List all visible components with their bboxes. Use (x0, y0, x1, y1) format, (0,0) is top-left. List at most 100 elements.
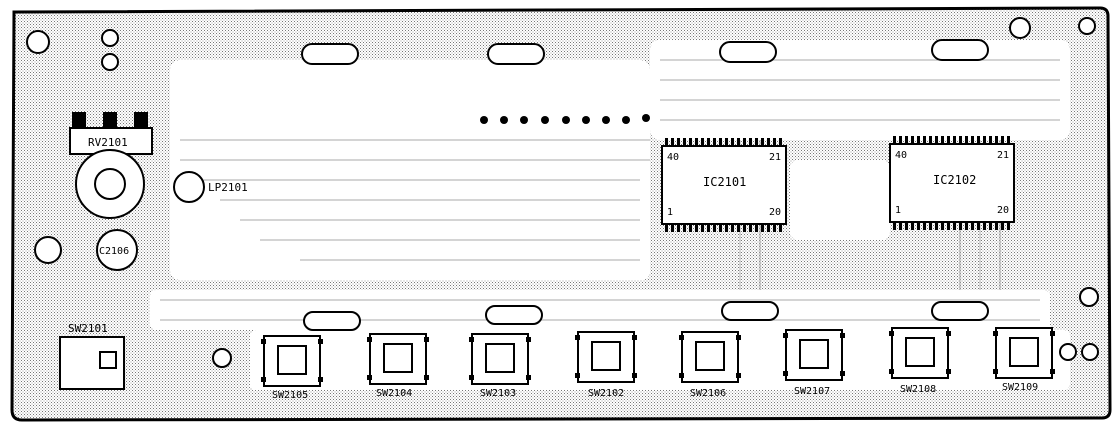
ic-pin (743, 138, 746, 148)
switch-label: SW2104 (376, 388, 412, 399)
lp2101-lamp: LP2101 (173, 171, 248, 203)
mounting-hole (101, 53, 119, 71)
ic-pin (707, 222, 710, 232)
ic-pin (743, 222, 746, 232)
ic-pin (671, 138, 674, 148)
oblong-slot (721, 301, 779, 321)
tactile-switch: SW2107 (783, 329, 845, 397)
switch-label: SW2106 (690, 388, 726, 399)
tactile-switch: SW2102 (575, 331, 637, 399)
ic-pin (683, 138, 686, 148)
ic-pin (1001, 136, 1004, 146)
tactile-switch: SW2105 (261, 335, 323, 401)
tactile-switch: SW2104 (367, 333, 429, 399)
ic-pin (731, 138, 734, 148)
ic-pin (911, 220, 914, 230)
ic-pin (959, 136, 962, 146)
switch-label: SW2103 (480, 388, 516, 399)
ic-pin (935, 136, 938, 146)
ic2101-pin-1: 1 (667, 207, 673, 218)
ic-pin (737, 138, 740, 148)
oblong-slot (485, 305, 543, 325)
c2106-label: C2106 (99, 246, 129, 257)
lp2101-label: LP2101 (208, 181, 248, 194)
header-pin-row (480, 114, 650, 124)
ic-pin (773, 222, 776, 232)
rv2101-potentiometer: RV2101 (69, 112, 153, 219)
ic-pin (779, 222, 782, 232)
mounting-holes (26, 17, 1099, 368)
ic2102-pin-1: 1 (895, 205, 901, 216)
ic-pin (1007, 220, 1010, 230)
ic-pin (671, 222, 674, 232)
ic-pin (701, 138, 704, 148)
ic2102-chip: 40 21 1 20 IC2102 (889, 136, 1015, 230)
ic-pin (767, 222, 770, 232)
ic-pin (971, 136, 974, 146)
ic-pin (923, 136, 926, 146)
ic-pin (905, 220, 908, 230)
switch-label: SW2109 (1002, 382, 1038, 393)
ic-pin (725, 138, 728, 148)
ic-pin (923, 220, 926, 230)
switch-label: SW2108 (900, 384, 936, 395)
mounting-hole (1078, 17, 1096, 35)
ic-pin (731, 222, 734, 232)
oblong-slot (931, 301, 989, 321)
ic2101-chip: 40 21 1 20 IC2101 (661, 138, 787, 232)
ic-pin (929, 220, 932, 230)
ic-pin (911, 136, 914, 146)
ic-pin (941, 136, 944, 146)
tactile-switch: SW2108 (889, 327, 951, 395)
ic-pin (917, 136, 920, 146)
ic-pin (677, 222, 680, 232)
c2106-capacitor: C2106 (96, 229, 138, 271)
ic2102-pin-20: 20 (997, 205, 1009, 216)
ic-pin (665, 222, 668, 232)
ic-pin (779, 138, 782, 148)
ic2101-pin-40: 40 (667, 152, 679, 163)
ic-pin (1001, 220, 1004, 230)
ic-pin (707, 138, 710, 148)
ic-pin (959, 220, 962, 230)
ic-pin (767, 138, 770, 148)
ic2101-label: IC2101 (703, 175, 746, 189)
ic-pin (965, 220, 968, 230)
ic-pin (917, 220, 920, 230)
ic-pin (677, 138, 680, 148)
ic-pin (725, 222, 728, 232)
ic-pin (719, 138, 722, 148)
mounting-hole (1009, 17, 1031, 39)
ic-pin (695, 222, 698, 232)
ic-pin (695, 138, 698, 148)
ic-pin (941, 220, 944, 230)
ic-pin (947, 136, 950, 146)
ic-pin (953, 136, 956, 146)
ic-pin (977, 220, 980, 230)
mounting-hole (1079, 287, 1099, 307)
ic-pin (683, 222, 686, 232)
ic2102-pin-40: 40 (895, 150, 907, 161)
ic-pin (749, 222, 752, 232)
ic-pin (755, 138, 758, 148)
ic-pin (665, 138, 668, 148)
mounting-hole (1081, 343, 1099, 361)
ic2101-pin-20: 20 (769, 207, 781, 218)
ic-pin (689, 138, 692, 148)
ic-pin (761, 138, 764, 148)
switch-label: SW2102 (588, 388, 624, 399)
tactile-switch: SW2109 (993, 327, 1055, 393)
ic-pin (977, 136, 980, 146)
sw2101-switch: SW2101 (59, 322, 125, 390)
ic-pin (899, 220, 902, 230)
switch-label: SW2105 (272, 390, 308, 401)
ic-pin (995, 136, 998, 146)
ic-pin (989, 136, 992, 146)
oblong-slot (301, 43, 359, 65)
ic-pin (713, 222, 716, 232)
oblong-slot (931, 39, 989, 61)
ic-pin (947, 220, 950, 230)
sw2101-label: SW2101 (68, 322, 108, 335)
ic-pin (689, 222, 692, 232)
